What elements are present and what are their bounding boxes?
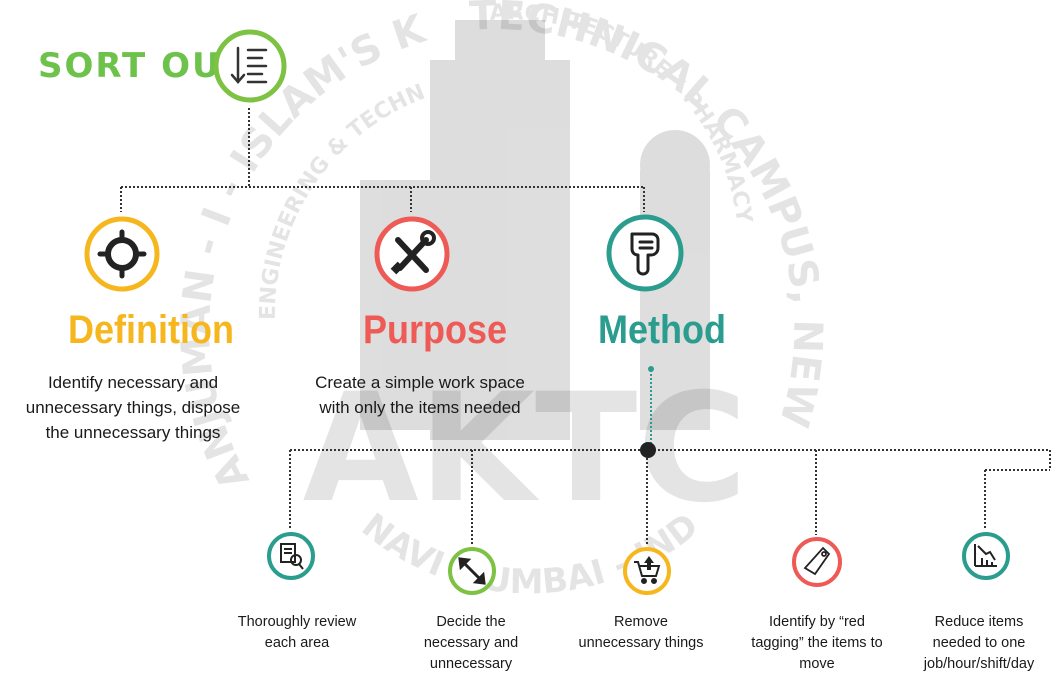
crosshair-icon (84, 216, 160, 292)
method-junction-dot (640, 442, 656, 458)
review-document-icon (267, 532, 315, 580)
remove-cart-icon (623, 547, 671, 595)
page-title: SORT OUT (38, 46, 247, 86)
definition-description: Identify necessary and unnecessary thing… (25, 373, 241, 442)
purpose-heading: Purpose (363, 308, 508, 352)
step-text-remove: Remove unnecessary things (578, 614, 704, 651)
step-text-red-tagging: Identify by “red tagging” the items to m… (751, 614, 883, 672)
definition-heading: Definition (68, 308, 234, 352)
red-tag-icon (792, 537, 842, 587)
purpose-description: Create a simple work space with only the… (315, 373, 525, 417)
method-heading: Method (598, 308, 726, 352)
reduce-chart-icon (962, 532, 1010, 580)
step-text-decide: Decide the necessary and unnecessary (423, 614, 519, 672)
tree-lines (120, 108, 1051, 545)
sort-descending-icon (213, 29, 287, 103)
step-text-reduce: Reduce items needed to one job/hour/shif… (923, 614, 1035, 672)
pointing-hand-icon (606, 214, 684, 292)
decide-arrows-icon (448, 547, 496, 595)
step-text-review: Thoroughly review each area (237, 614, 357, 651)
tools-icon (374, 216, 450, 292)
